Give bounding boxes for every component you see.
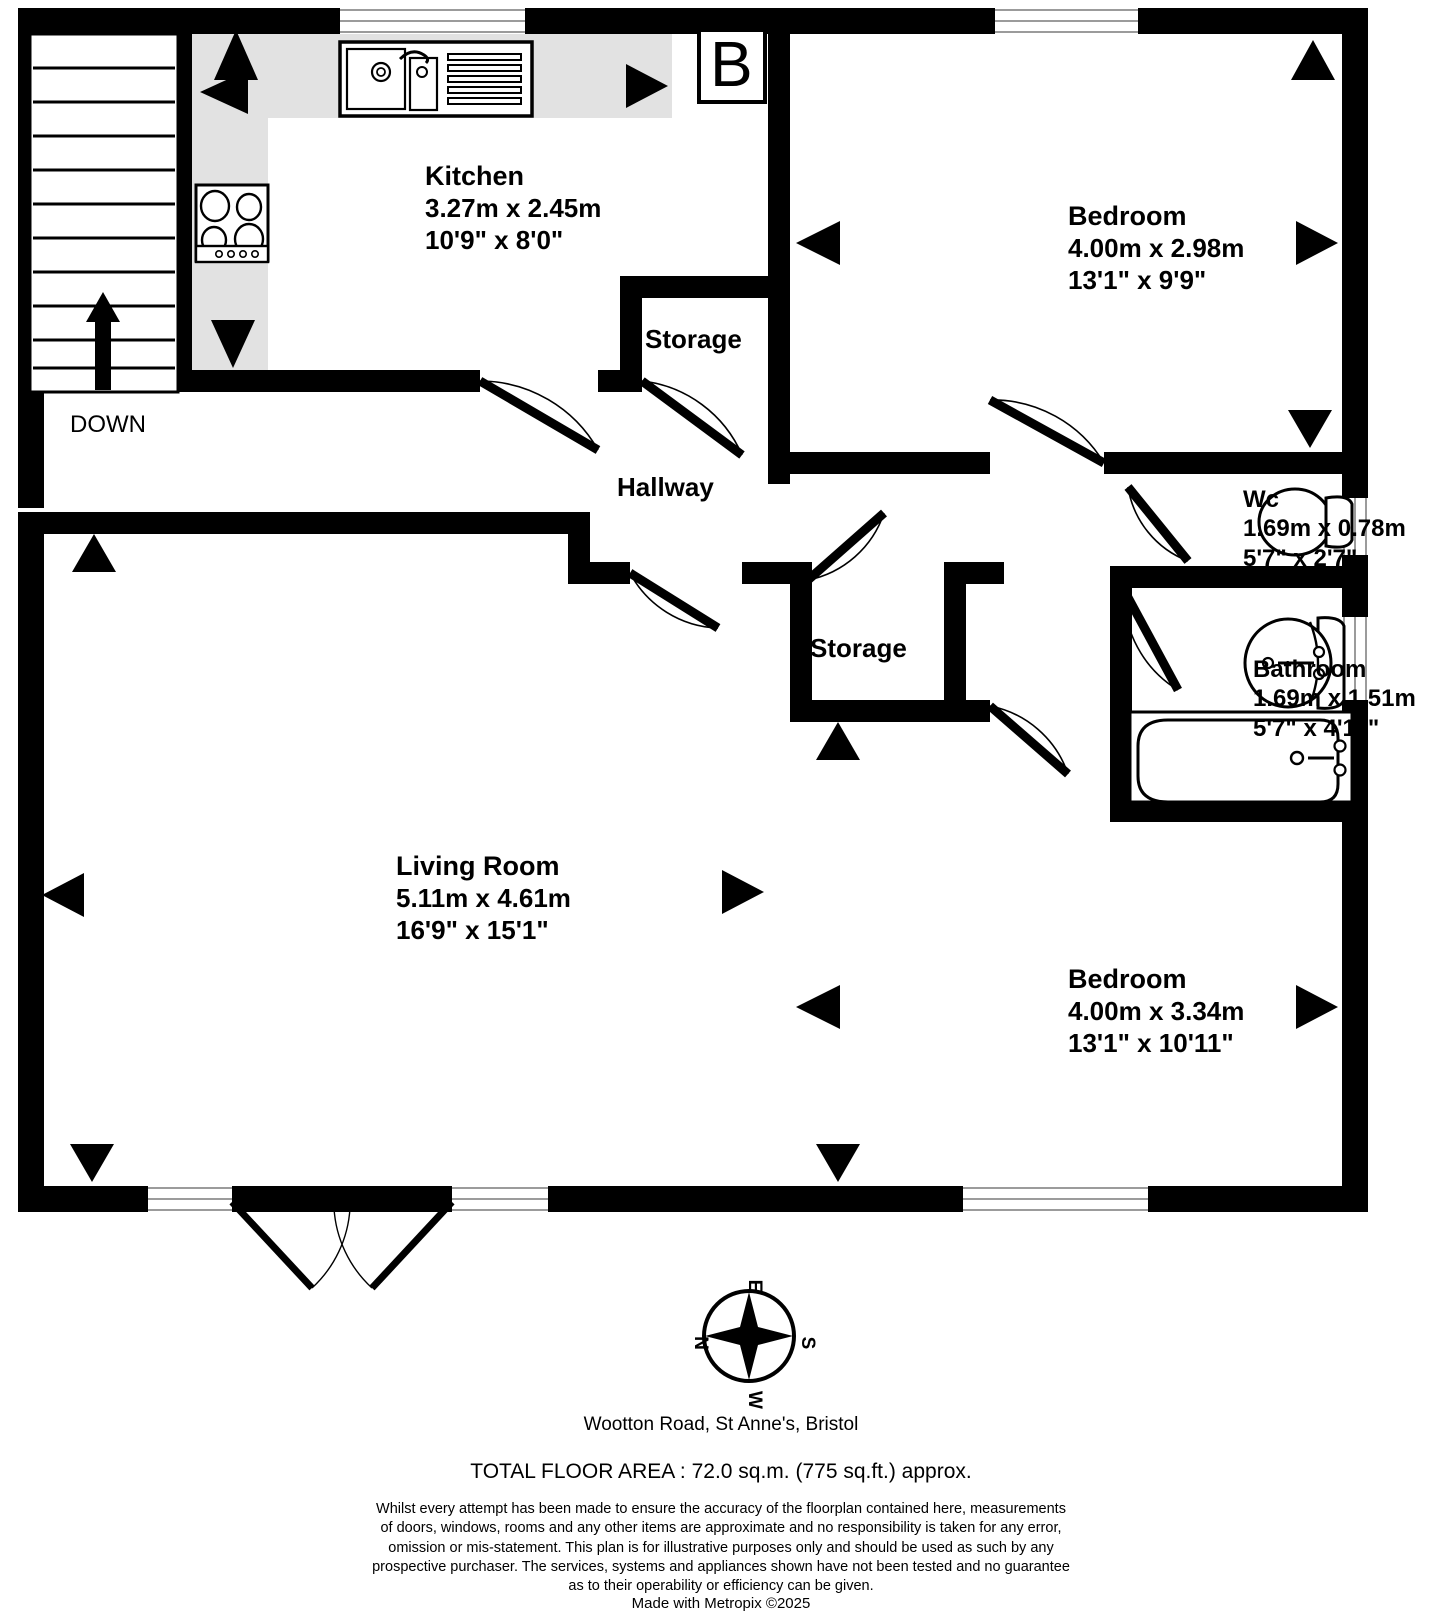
stairs-direction-label: DOWN bbox=[70, 411, 146, 438]
door-storage-upper bbox=[639, 377, 745, 459]
compass-rose: E S W N bbox=[690, 1280, 818, 1409]
arrow-bedroom1-down bbox=[1288, 410, 1332, 448]
arrow-kitchen-right bbox=[626, 64, 668, 108]
window-bedroom1-top bbox=[995, 8, 1138, 34]
door-storage-lower bbox=[805, 509, 887, 584]
interior-walls bbox=[30, 34, 1344, 822]
room-label-storage-lower: Storage bbox=[810, 633, 907, 663]
arrow-bedroom2-up bbox=[816, 722, 860, 760]
window-living-bottom-right bbox=[452, 1186, 548, 1212]
arrow-kitchen-up bbox=[214, 30, 258, 80]
arrow-living-right bbox=[722, 870, 764, 914]
arrow-kitchen-left bbox=[200, 70, 248, 114]
arrow-living-down bbox=[70, 1144, 114, 1182]
arrow-bedroom1-left bbox=[796, 221, 840, 265]
arrow-living-left bbox=[42, 873, 84, 917]
arrow-living-up bbox=[72, 534, 116, 572]
kitchen-sink bbox=[338, 40, 534, 118]
window-living-bottom-left bbox=[148, 1186, 232, 1212]
bathroom-basin bbox=[1243, 616, 1346, 710]
door-patio-right bbox=[333, 1199, 455, 1291]
property-address: Wootton Road, St Anne's, Bristol bbox=[583, 1414, 859, 1435]
arrow-bedroom1-up bbox=[1291, 40, 1335, 80]
door-living bbox=[627, 569, 721, 632]
kitchen-hob bbox=[194, 183, 270, 264]
compass-label-e: E bbox=[744, 1280, 765, 1293]
door-bedroom2 bbox=[987, 702, 1071, 778]
doors bbox=[229, 377, 1192, 1291]
door-bathroom bbox=[1120, 587, 1182, 693]
stairs-up-arrow bbox=[86, 292, 120, 390]
arrow-bedroom2-down bbox=[816, 1144, 860, 1182]
window-bedroom2-bottom bbox=[963, 1186, 1148, 1212]
metropix-credit: Made with Metropix ©2025 bbox=[631, 1595, 811, 1612]
room-label-storage-upper: Storage bbox=[645, 324, 742, 354]
view-arrows bbox=[42, 30, 1338, 1182]
wc-toilet bbox=[1257, 487, 1354, 557]
room-label-hallway: Hallway bbox=[617, 472, 714, 502]
door-kitchen bbox=[477, 377, 601, 454]
floor-marker-letter: B bbox=[710, 28, 753, 100]
door-bedroom1 bbox=[987, 396, 1107, 467]
arrow-bedroom1-right bbox=[1296, 221, 1338, 265]
bathroom-bath bbox=[1128, 710, 1354, 804]
compass-label-w: W bbox=[744, 1391, 765, 1409]
windows bbox=[148, 8, 1368, 1212]
door-wc bbox=[1124, 484, 1192, 564]
window-bathroom-right bbox=[1342, 617, 1368, 700]
arrow-bedroom2-right bbox=[1296, 985, 1338, 1029]
total-floor-area: TOTAL FLOOR AREA : 72.0 sq.m. (775 sq.ft… bbox=[470, 1460, 972, 1483]
compass-label-s: S bbox=[797, 1337, 818, 1350]
arrow-bedroom2-left bbox=[796, 985, 840, 1029]
window-kitchen-top bbox=[340, 8, 525, 34]
floor-marker-box bbox=[697, 28, 767, 104]
arrow-kitchen-down bbox=[211, 320, 255, 368]
door-patio-left bbox=[229, 1199, 351, 1291]
staircase bbox=[28, 32, 180, 394]
compass-label-n: N bbox=[690, 1336, 711, 1350]
kitchen-counter-fill bbox=[186, 20, 672, 372]
compass-star bbox=[705, 1292, 793, 1380]
disclaimer-text: Whilst every attempt has been made to en… bbox=[372, 1501, 1070, 1595]
